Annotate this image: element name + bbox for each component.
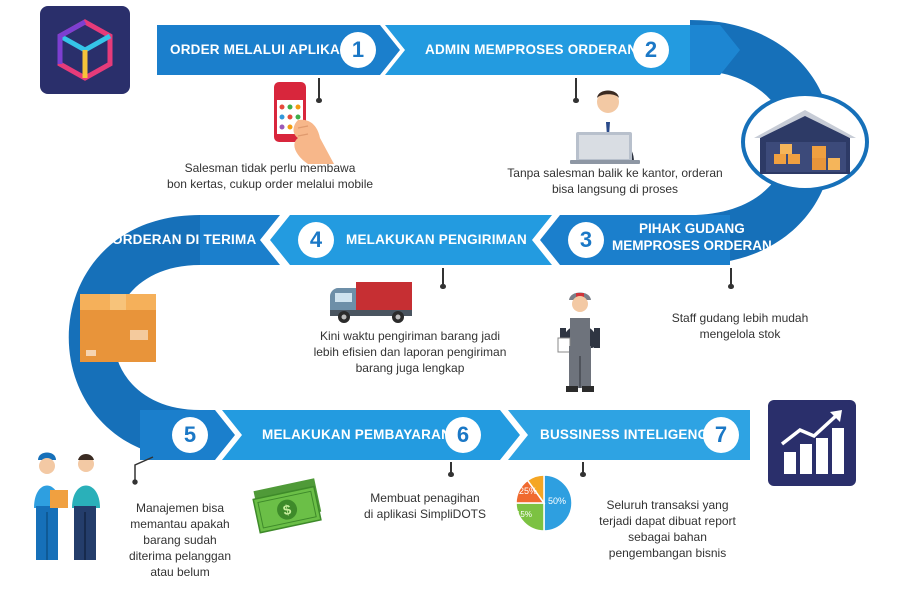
pie-slices — [515, 474, 573, 532]
step-1-desc-line-1: Salesman tidak perlu membawa — [184, 161, 356, 175]
step-7-desc: Seluruh transaksi yang terjadi dapat dib… — [575, 497, 760, 561]
growth-chart-icon — [768, 400, 856, 486]
curve-left — [68, 215, 200, 460]
step-2-desc-line-1: Tanpa salesman balik ke kantor, orderan — [507, 166, 723, 180]
tick-1 — [316, 78, 321, 103]
step-3-number: 3 — [568, 222, 604, 258]
segment-1 — [157, 25, 400, 75]
step-5-desc-line-5: atau belum — [150, 565, 210, 579]
step-1-desc: Salesman tidak perlu membawa bon kertas,… — [150, 160, 390, 192]
step-2-number: 2 — [633, 32, 669, 68]
phone-hand-icon — [274, 82, 334, 164]
step-5-number: 5 — [172, 417, 208, 453]
tick-6 — [448, 462, 453, 477]
pie-chart-icon: 50% 25% 15% — [515, 474, 573, 532]
warehouse-icon — [740, 92, 870, 192]
segment-6 — [222, 410, 520, 460]
step-2-title: ADMIN MEMPROSES ORDERAN — [425, 42, 638, 57]
segment-received — [200, 215, 280, 265]
pie-slice-0 — [543, 474, 573, 532]
tick-2 — [573, 78, 578, 103]
step-1-desc-line-2: bon kertas, cukup order melalui mobile — [166, 177, 374, 191]
step-4-number: 4 — [298, 222, 334, 258]
warehouse-staff-icon — [557, 292, 600, 392]
svg-text:$: $ — [282, 501, 293, 518]
pie-slice-3 — [526, 474, 545, 506]
received-title: ORDERAN DI TERIMA — [112, 232, 257, 247]
pie-label-15: 15% — [516, 510, 532, 519]
step-6-number: 6 — [445, 417, 481, 453]
step-3-title-line-1: PIHAK GUDANG — [639, 221, 745, 236]
step-3-desc-line-1: Staff gudang lebih mudah — [671, 311, 809, 325]
step-4-desc: Kini waktu pengiriman barang jadi lebih … — [290, 328, 530, 376]
segment-2 — [385, 25, 710, 75]
box-icon — [80, 294, 156, 362]
step-7-desc-line-3: sebagai bahan — [628, 530, 707, 544]
pie-slice-1 — [515, 502, 545, 532]
step-2-desc: Tanpa salesman balik ke kantor, orderan … — [480, 165, 750, 197]
step-7-desc-line-4: pengembangan bisnis — [608, 546, 727, 560]
step-3-desc: Staff gudang lebih mudah mengelola stok — [660, 310, 820, 342]
tick-7 — [580, 462, 585, 477]
step-7-title: BUSSINESS INTELIGENCE — [540, 427, 717, 442]
pie-label-50: 50% — [548, 496, 566, 506]
segment-7 — [508, 410, 750, 460]
step-3-desc-line-2: mengelola stok — [699, 327, 781, 341]
step-1-title: ORDER MELALUI APLIKASI — [170, 42, 354, 57]
step-1-number: 1 — [340, 32, 376, 68]
logo-cube-icon — [40, 6, 130, 94]
step-5-desc-line-3: barang sudah — [143, 533, 217, 547]
step-5-desc-line-4: diterima pelanggan — [128, 549, 232, 563]
step-5-desc: Manajemen bisa memantau apakah barang su… — [120, 500, 240, 580]
tick-3 — [728, 268, 733, 289]
step-7-desc-line-1: Seluruh transaksi yang — [606, 498, 729, 512]
step-2-desc-line-2: bisa langsung di proses — [551, 182, 679, 196]
people-icon — [34, 452, 100, 560]
step-4-title: MELAKUKAN PENGIRIMAN — [346, 232, 527, 247]
admin-laptop-icon — [570, 90, 640, 164]
step-4-desc-line-1: Kini waktu pengiriman barang jadi — [319, 329, 501, 343]
segment-4 — [270, 215, 552, 265]
step-6-title: MELAKUKAN PEMBAYARAN — [262, 427, 452, 442]
tick-5 — [132, 456, 154, 485]
step-7-number: 7 — [703, 417, 739, 453]
step-5-desc-line-2: memantau apakah — [130, 517, 230, 531]
step-7-desc-line-2: terjadi dapat dibuat report — [599, 514, 736, 528]
step-6-desc-line-1: Membuat penagihan — [370, 491, 480, 505]
segment-2-tail — [690, 25, 740, 75]
tick-4 — [440, 268, 445, 289]
step-3-title-line-2: MEMPROSES ORDERAN — [612, 238, 772, 253]
step-6-desc-line-2: di aplikasi SimpliDOTS — [363, 507, 487, 521]
pie-label-25: 25% — [519, 486, 537, 496]
step-5-desc-line-1: Manajemen bisa — [135, 501, 225, 515]
step-4-desc-line-2: lebih efisien dan laporan pengiriman — [313, 345, 507, 359]
money-icon: $ — [252, 478, 322, 534]
step-4-desc-line-3: barang juga lengkap — [355, 361, 465, 375]
curve-right — [690, 20, 833, 265]
step-6-desc: Membuat penagihan di aplikasi SimpliDOTS — [345, 490, 505, 522]
truck-icon — [330, 282, 412, 323]
step-3-title: PIHAK GUDANG MEMPROSES ORDERAN — [612, 220, 772, 254]
